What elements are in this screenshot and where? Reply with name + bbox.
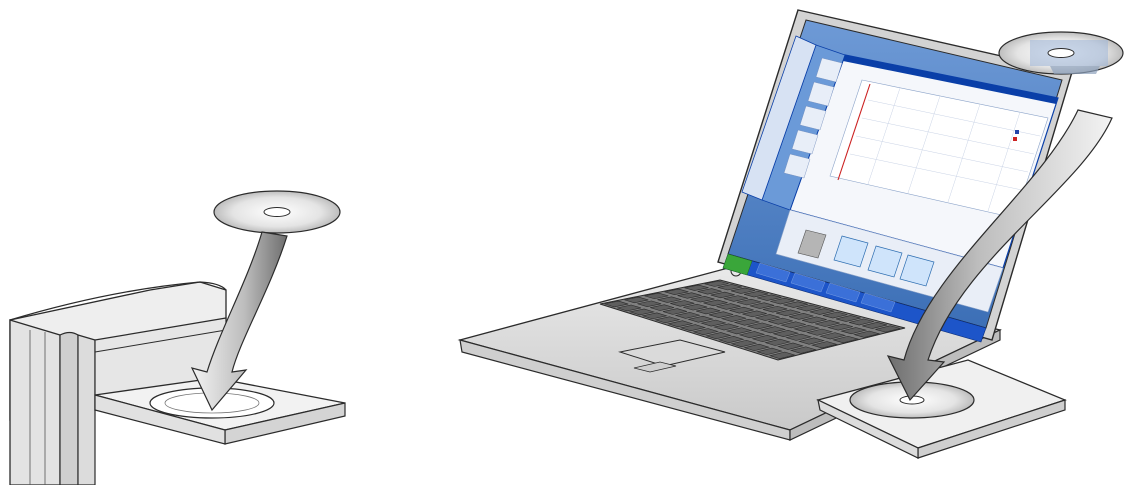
cd-disc-icon bbox=[999, 32, 1123, 74]
desktop-drive-icon bbox=[10, 191, 345, 485]
laptop-drive-icon bbox=[460, 10, 1072, 458]
cd-disc-icon bbox=[214, 191, 340, 233]
